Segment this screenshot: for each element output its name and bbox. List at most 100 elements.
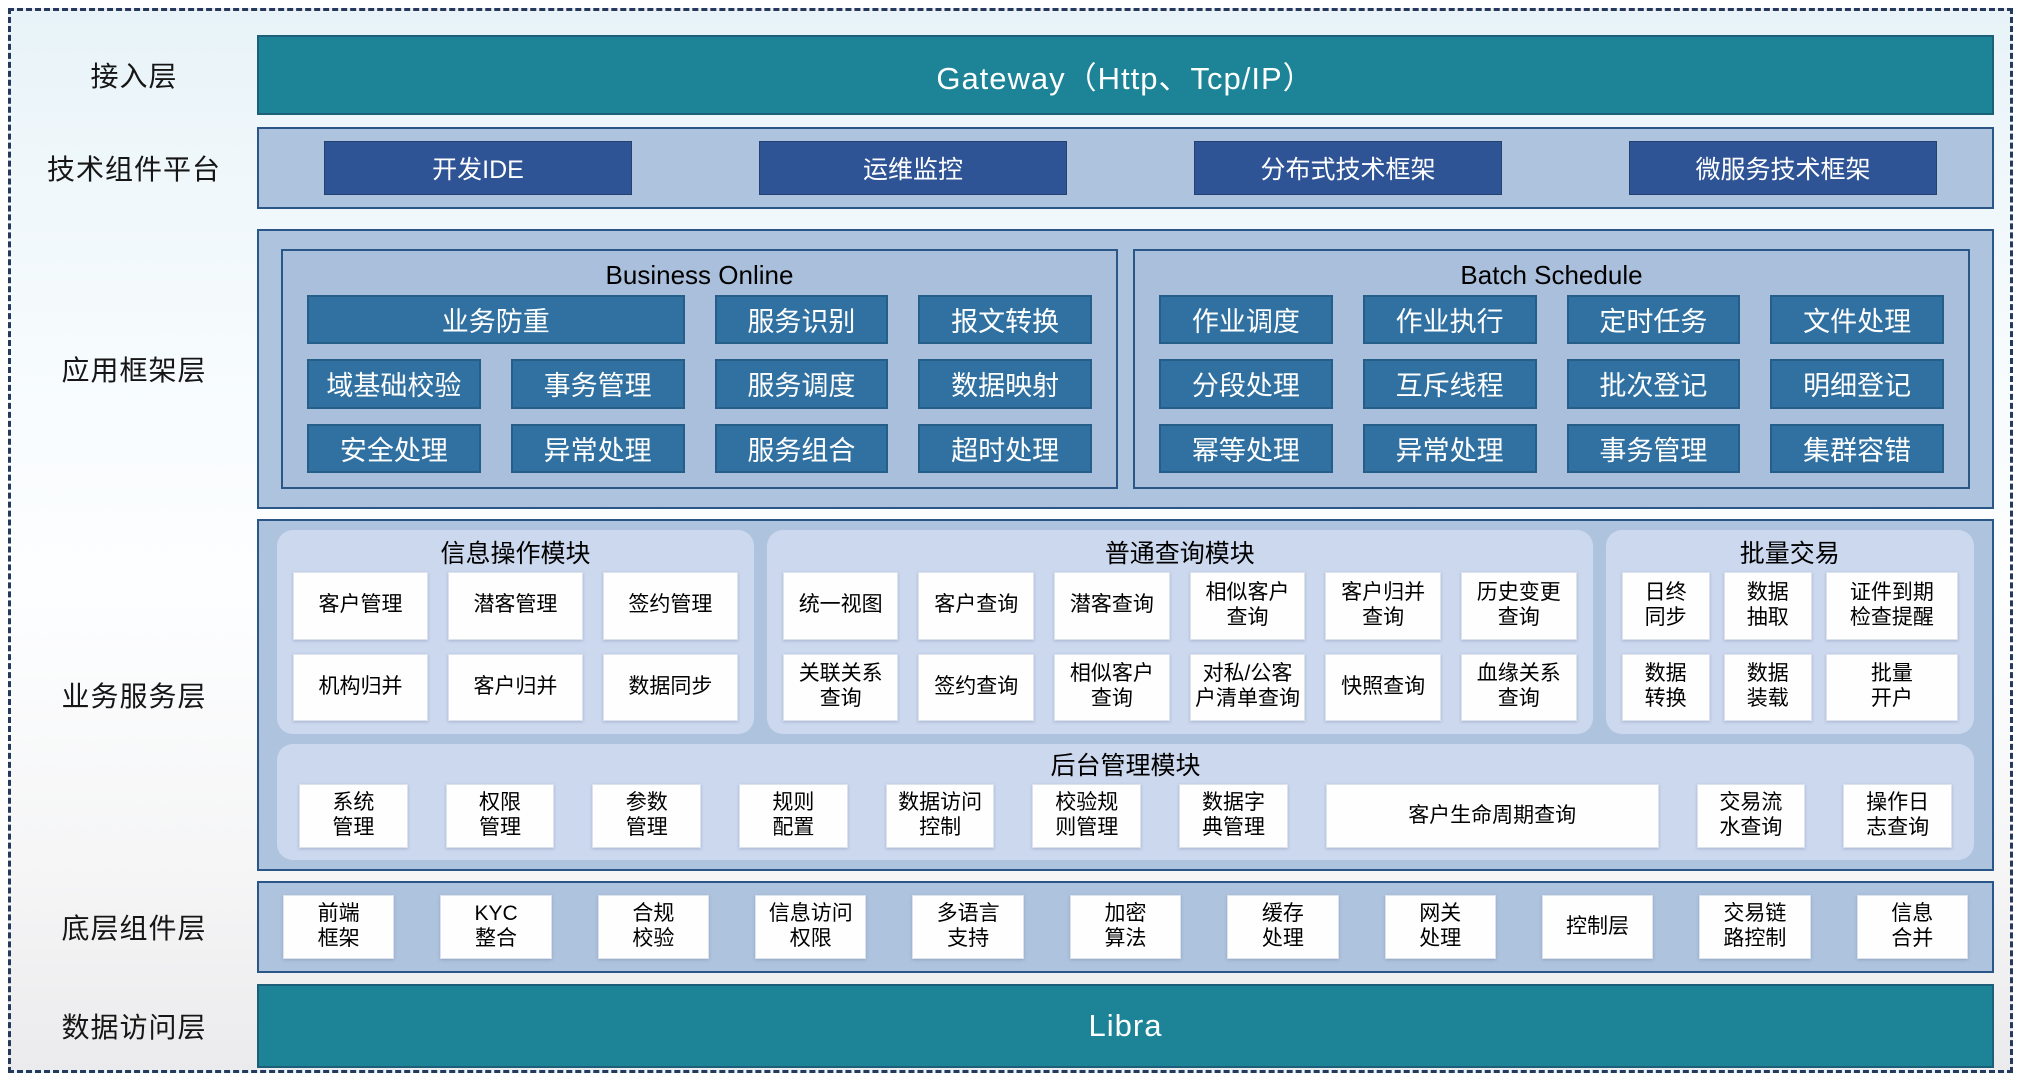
- batch-item: 数据 转换: [1621, 653, 1710, 721]
- data-access-band: 数据访问层 Libra: [11, 984, 1994, 1068]
- query-item: 相似客户 查询: [1189, 572, 1306, 640]
- base-item: 交易链 路控制: [1699, 895, 1811, 959]
- common-query-title: 普通查询模块: [1104, 540, 1255, 568]
- base-component-items: 前端 框架 KYC 整合 合规 校验 信息访问 权限 多语言 支持 加密 算法 …: [283, 895, 1968, 959]
- bs-item: 批次登记: [1566, 359, 1741, 409]
- tech-item-ops-monitor: 运维监控: [759, 141, 1067, 195]
- tech-item-microservice-framework: 微服务技术框架: [1629, 141, 1937, 195]
- backend-admin-items: 系统 管理 权限 管理 参数 管理 规则 配置 数据访问 控制 校验规 则管理 …: [293, 784, 1958, 848]
- backend-admin-title: 后台管理模块: [1050, 752, 1201, 780]
- batch-transaction-title: 批量交易: [1739, 540, 1840, 568]
- admin-item: 权限 管理: [445, 784, 555, 848]
- bo-item: 事务管理: [510, 359, 685, 409]
- business-online-title: Business Online: [605, 260, 794, 290]
- query-item: 潜客查询: [1054, 572, 1170, 640]
- base-item: 网关 处理: [1384, 895, 1496, 959]
- access-layer-band: 接入层 Gateway（Http、Tcp/IP）: [11, 35, 1994, 115]
- layer-label-data-access: 数据访问层: [61, 1012, 207, 1043]
- base-item: 缓存 处理: [1227, 895, 1339, 959]
- layer-label-app-framework: 应用框架层: [61, 355, 207, 386]
- batch-item: 批量 开户: [1825, 653, 1958, 721]
- bo-item: 安全处理: [307, 423, 481, 473]
- tech-item-distributed-framework: 分布式技术框架: [1194, 141, 1502, 195]
- query-item: 快照查询: [1325, 653, 1441, 721]
- bs-item: 文件处理: [1770, 295, 1944, 345]
- info-item: 数据同步: [602, 653, 738, 721]
- gateway-bar: Gateway（Http、Tcp/IP）: [257, 35, 1994, 115]
- base-item: 前端 框架: [283, 895, 395, 959]
- bo-item: 服务调度: [714, 359, 889, 409]
- batch-item: 数据 抽取: [1723, 572, 1812, 640]
- bs-item: 明细登记: [1770, 359, 1944, 409]
- bs-item: 异常处理: [1362, 423, 1537, 473]
- bo-item: 业务防重: [307, 295, 685, 345]
- service-modules-row: 信息操作模块 客户管理 潜客管理 签约管理 机构归并 客户归并 数据同步 普通查…: [277, 530, 1974, 734]
- info-operation-grid: 客户管理 潜客管理 签约管理 机构归并 客户归并 数据同步: [293, 572, 738, 721]
- bs-item: 作业执行: [1362, 295, 1537, 345]
- app-framework-band: 应用框架层 Business Online 业务防重 服务识别 报文转换 域基础…: [11, 229, 1994, 509]
- batch-schedule-box: Batch Schedule 作业调度 作业执行 定时任务 文件处理 分段处理 …: [1133, 249, 1970, 489]
- info-item: 潜客管理: [447, 572, 583, 640]
- bo-item: 数据映射: [918, 359, 1092, 409]
- admin-item: 数据字 典管理: [1179, 784, 1288, 848]
- app-framework-panel: Business Online 业务防重 服务识别 报文转换 域基础校验 事务管…: [257, 229, 1994, 509]
- bs-item: 互斥线程: [1362, 359, 1537, 409]
- base-item: 合规 校验: [597, 895, 710, 959]
- batch-transaction-module: 批量交易 日终 同步 数据 抽取 证件到期 检查提醒 数据 转换 数据 装载 批…: [1605, 530, 1974, 734]
- layer-label-tech-platform: 技术组件平台: [46, 154, 221, 185]
- bs-item: 作业调度: [1159, 295, 1333, 345]
- query-item: 客户查询: [918, 572, 1035, 640]
- query-item: 血缘关系 查询: [1460, 653, 1577, 721]
- admin-item: 校验规 则管理: [1032, 784, 1142, 848]
- admin-item: 交易流 水查询: [1696, 784, 1806, 848]
- query-item: 客户归并 查询: [1325, 572, 1441, 640]
- architecture-diagram-frame: 接入层 Gateway（Http、Tcp/IP） 技术组件平台 开发IDE 运维…: [8, 8, 2013, 1073]
- backend-admin-module: 后台管理模块 系统 管理 权限 管理 参数 管理 规则 配置 数据访问 控制 校…: [277, 744, 1974, 860]
- info-item: 客户归并: [447, 653, 583, 721]
- batch-transaction-grid: 日终 同步 数据 抽取 证件到期 检查提醒 数据 转换 数据 装载 批量 开户: [1621, 572, 1958, 721]
- bo-item: 服务识别: [714, 295, 889, 345]
- bs-item: 定时任务: [1566, 295, 1741, 345]
- bo-item: 报文转换: [918, 295, 1092, 345]
- query-item: 相似客户 查询: [1054, 653, 1170, 721]
- query-item: 对私/公客 户清单查询: [1189, 653, 1306, 721]
- base-item: 信息 合并: [1856, 895, 1968, 959]
- layer-label-base-component: 底层组件层: [61, 913, 207, 944]
- batch-schedule-grid: 作业调度 作业执行 定时任务 文件处理 分段处理 互斥线程 批次登记 明细登记 …: [1159, 295, 1944, 473]
- admin-item: 规则 配置: [739, 784, 848, 848]
- business-service-panel: 信息操作模块 客户管理 潜客管理 签约管理 机构归并 客户归并 数据同步 普通查…: [257, 519, 1994, 871]
- bo-item: 超时处理: [918, 423, 1092, 473]
- query-item: 历史变更 查询: [1460, 572, 1577, 640]
- bo-item: 服务组合: [714, 423, 889, 473]
- bo-item: 异常处理: [510, 423, 685, 473]
- info-item: 签约管理: [602, 572, 738, 640]
- common-query-grid: 统一视图 客户查询 潜客查询 相似客户 查询 客户归并 查询 历史变更 查询 关…: [782, 572, 1577, 721]
- tech-platform-band: 技术组件平台 开发IDE 运维监控 分布式技术框架 微服务技术框架: [11, 127, 1994, 209]
- query-item: 签约查询: [918, 653, 1035, 721]
- base-component-band: 底层组件层 前端 框架 KYC 整合 合规 校验 信息访问 权限 多语言 支持 …: [11, 881, 1994, 973]
- tech-platform-panel: 开发IDE 运维监控 分布式技术框架 微服务技术框架: [257, 127, 1994, 209]
- common-query-module: 普通查询模块 统一视图 客户查询 潜客查询 相似客户 查询 客户归并 查询 历史…: [766, 530, 1593, 734]
- layer-label-business-service: 业务服务层: [61, 681, 207, 712]
- business-online-grid: 业务防重 服务识别 报文转换 域基础校验 事务管理 服务调度 数据映射 安全处理…: [307, 295, 1092, 473]
- tech-item-dev-ide: 开发IDE: [324, 141, 632, 195]
- base-component-panel: 前端 框架 KYC 整合 合规 校验 信息访问 权限 多语言 支持 加密 算法 …: [257, 881, 1994, 973]
- batch-schedule-title: Batch Schedule: [1460, 260, 1643, 290]
- query-item: 统一视图: [782, 572, 899, 640]
- info-operation-title: 信息操作模块: [440, 540, 591, 568]
- admin-item: 系统 管理: [299, 784, 408, 848]
- admin-item-customer-lifecycle: 客户生命周期查询: [1325, 784, 1659, 848]
- bs-item: 事务管理: [1566, 423, 1741, 473]
- query-item: 关联关系 查询: [782, 653, 899, 721]
- admin-item: 操作日 志查询: [1843, 784, 1952, 848]
- info-item: 机构归并: [293, 653, 428, 721]
- batch-item: 数据 装载: [1723, 653, 1812, 721]
- layer-label-access: 接入层: [90, 61, 178, 92]
- bo-item: 域基础校验: [307, 359, 481, 409]
- bs-item: 集群容错: [1770, 423, 1944, 473]
- libra-bar: Libra: [257, 984, 1994, 1068]
- business-online-box: Business Online 业务防重 服务识别 报文转换 域基础校验 事务管…: [281, 249, 1118, 489]
- batch-item: 证件到期 检查提醒: [1825, 572, 1958, 640]
- admin-item: 参数 管理: [592, 784, 702, 848]
- bs-item: 幂等处理: [1159, 423, 1333, 473]
